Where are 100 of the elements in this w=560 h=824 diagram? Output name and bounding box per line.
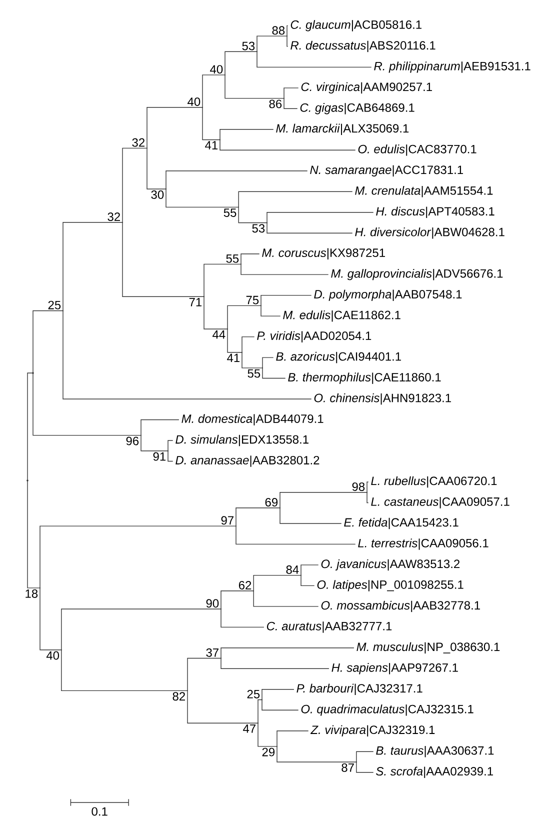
species-label: O. mossambicus|AAB32778.1 xyxy=(321,600,480,612)
species-label: O. edulis|CAC83770.1 xyxy=(358,144,476,156)
tree-branch xyxy=(168,440,173,452)
tree-branch xyxy=(262,689,294,700)
tree-branch xyxy=(256,51,372,68)
species-label: M. lamarckii|ALX35069.1 xyxy=(276,124,409,136)
bootstrap-value: 53 xyxy=(252,224,265,233)
tree-branch xyxy=(187,658,222,692)
bootstrap-value: 44 xyxy=(212,330,226,339)
species-label: H. discus|APT40583.1 xyxy=(376,206,494,218)
tree-branch xyxy=(146,148,166,190)
bootstrap-value: 69 xyxy=(265,498,278,506)
tree-branch xyxy=(202,74,226,108)
species-label: R. decussatus|ABS20116.1 xyxy=(290,40,436,52)
tree-branch xyxy=(256,36,288,52)
tree-branch xyxy=(140,419,179,436)
tree-branch xyxy=(224,74,284,99)
bootstrap-value: 55 xyxy=(224,208,236,217)
species-label: B. thermophilus|CAE11860.1 xyxy=(288,372,441,384)
bootstrap-value: 32 xyxy=(108,212,120,221)
tree-branch xyxy=(122,148,148,223)
species-label: O. quadrimaculatus|CAJ32315.1 xyxy=(301,704,474,716)
species-label: R. philippinarum|AEB91531.1 xyxy=(374,62,530,73)
tree-branch xyxy=(40,588,62,650)
species-label: M. crenulata|AAM51554.1 xyxy=(355,186,493,198)
tree-branch xyxy=(266,222,352,234)
species-label: D. simulans|EDX13558.1 xyxy=(176,434,308,446)
tree-branch xyxy=(266,212,374,224)
bootstrap-value: 87 xyxy=(342,763,354,772)
species-label: S. scrofa|AAA02939.1 xyxy=(376,766,493,778)
tree-branch xyxy=(140,434,168,452)
bootstrap-value: 40 xyxy=(46,651,60,660)
bootstrap-value: 82 xyxy=(172,692,185,701)
species-label: L. castaneus|CAA09057.1 xyxy=(371,497,510,508)
tree-branch xyxy=(166,188,239,208)
tree-branch xyxy=(220,658,329,669)
bootstrap-value: 32 xyxy=(132,138,144,147)
bootstrap-value: 55 xyxy=(248,369,260,378)
tree-branch xyxy=(238,191,352,208)
tree-branch xyxy=(220,608,264,628)
tree-branch xyxy=(61,608,222,650)
tree-branch xyxy=(280,508,342,524)
species-label: M. edulis|CAE11862.1 xyxy=(283,310,400,322)
species-label: C. virginica|AAM90257.1 xyxy=(301,82,432,94)
tree-branch xyxy=(27,372,34,481)
tree-branch xyxy=(62,222,123,312)
species-label: B. azoricus|CAI94401.1 xyxy=(276,352,401,364)
bootstrap-value: 98 xyxy=(352,482,365,491)
species-label: O. javanicus|AAW83513.2 xyxy=(321,559,460,571)
tree-branch xyxy=(262,368,286,379)
species-label: L. rubellus|CAA06720.1 xyxy=(371,476,497,488)
tree-branch xyxy=(40,526,236,588)
bootstrap-value: 84 xyxy=(286,565,299,574)
species-label: H. sapiens|AAP97267.1 xyxy=(332,663,458,674)
tree-branch xyxy=(168,450,173,462)
scale-label: 0.1 xyxy=(92,807,108,816)
species-label: P. viridis|AAD02054.1 xyxy=(257,331,372,342)
species-label: M. galloprovincialis|ADV56676.1 xyxy=(331,268,503,280)
tree-branch xyxy=(366,482,368,493)
tree-branch xyxy=(260,305,280,316)
bootstrap-value: 62 xyxy=(238,580,252,590)
tree-branch xyxy=(262,357,274,368)
bootstrap-value: 90 xyxy=(206,599,219,608)
bootstrap-value: 40 xyxy=(188,97,200,106)
tree-branch xyxy=(187,690,258,724)
species-label: M. coruscus|KX987251 xyxy=(262,248,385,260)
tree-branch xyxy=(356,751,374,762)
species-label: C. glaucum|ACB05816.1 xyxy=(290,20,422,32)
tree-branch xyxy=(202,107,220,140)
species-label: D. polymorpha|AAB07548.1 xyxy=(314,290,462,301)
tree-branch xyxy=(242,352,263,368)
tree-branch xyxy=(300,564,318,576)
tree-branch xyxy=(227,328,242,353)
bootstrap-value: 18 xyxy=(26,589,38,598)
species-label: L. terrestris|CAA09056.1 xyxy=(358,538,488,550)
tree-branch xyxy=(204,296,228,330)
tree-branch xyxy=(356,762,374,773)
tree-branch xyxy=(262,699,298,710)
tree-branch xyxy=(258,699,262,724)
species-label: M. musculus|NP_038630.1 xyxy=(356,642,500,654)
bootstrap-value: 53 xyxy=(242,42,255,50)
tree-branch xyxy=(227,305,262,330)
tree-branch xyxy=(240,264,328,275)
tree-branch xyxy=(236,526,356,545)
tree-branch xyxy=(32,310,64,374)
tree-branch xyxy=(204,264,242,297)
tree-branch xyxy=(122,222,204,297)
species-label: N. samarangae|ACC17831.1 xyxy=(310,165,463,176)
species-label: E. fetida|CAA15423.1 xyxy=(344,518,458,530)
tree-branch xyxy=(276,746,357,762)
bootstrap-value: 41 xyxy=(227,354,240,362)
tree-branch xyxy=(284,88,298,99)
bootstrap-value: 40 xyxy=(210,65,223,74)
species-label: O. chinensis|AHN91823.1 xyxy=(314,393,451,405)
bootstrap-value: 55 xyxy=(226,254,239,263)
bootstrap-value: 37 xyxy=(206,648,218,657)
tree-branch xyxy=(32,372,142,436)
bootstrap-value: 96 xyxy=(126,436,139,446)
tree-branch xyxy=(61,650,188,692)
tree-branch xyxy=(146,107,203,149)
